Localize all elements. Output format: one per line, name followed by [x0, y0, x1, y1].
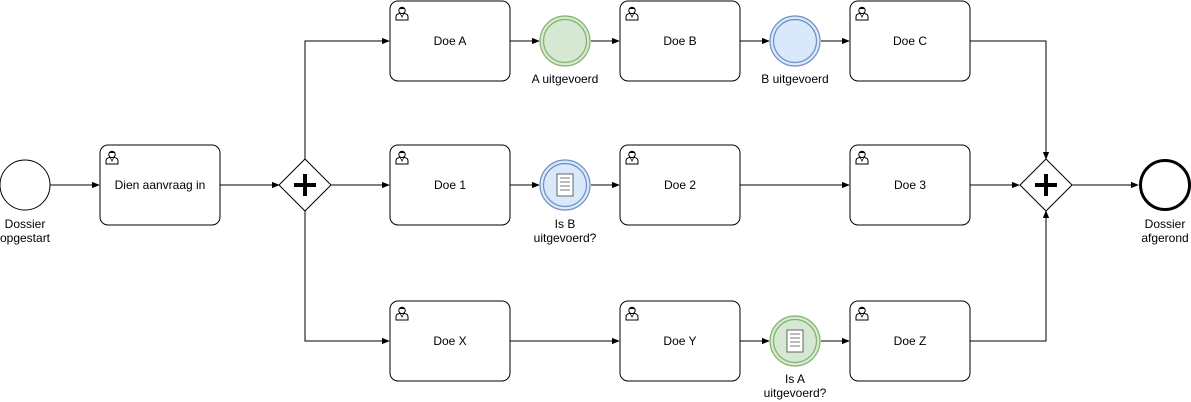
event-inner-ring [772, 18, 818, 64]
plus-icon [294, 174, 316, 196]
event-label-line1: Is B [555, 217, 576, 231]
event-label-line1: Is A [785, 372, 805, 386]
task-label: Doe B [663, 34, 696, 48]
task-box[interactable] [389, 144, 511, 226]
task-label: Doe X [433, 334, 466, 348]
task-box[interactable] [389, 0, 511, 82]
task-label: Doe 3 [894, 178, 926, 192]
task-label: Doe 1 [434, 178, 466, 192]
task-label: Doe A [434, 34, 467, 48]
task-box[interactable] [849, 300, 971, 382]
task-label: Doe Z [894, 334, 927, 348]
gateway-parallel-split[interactable] [278, 158, 332, 212]
event-is-a-uitgevoerd[interactable]: Is A uitgevoerd? [764, 315, 827, 400]
task-doe-2[interactable]: Doe 2 [619, 144, 741, 226]
event-label-line2: uitgevoerd? [534, 231, 597, 245]
event-label: B uitgevoerd [761, 72, 828, 86]
end-event-label-line2: afgerond [1141, 231, 1188, 245]
task-doe-c[interactable]: Doe C [849, 0, 971, 82]
sequence-flows [50, 37, 1139, 345]
task-box[interactable] [849, 0, 971, 82]
start-event-label-line1: Dossier [5, 217, 46, 231]
task-dien-aanvraag[interactable]: Dien aanvraag in [99, 144, 221, 226]
event-inner-ring [542, 18, 588, 64]
task-label: Doe Y [663, 334, 696, 348]
event-b-uitgevoerd[interactable]: B uitgevoerd [761, 15, 829, 86]
task-box[interactable] [619, 0, 741, 82]
task-doe-z[interactable]: Doe Z [849, 300, 971, 382]
task-box[interactable] [849, 144, 971, 226]
document-icon [556, 173, 574, 197]
flow-doe-c-to-join [970, 40, 1050, 160]
task-doe-1[interactable]: Doe 1 [389, 144, 511, 226]
start-event-circle[interactable] [0, 159, 51, 211]
task-box[interactable] [619, 144, 741, 226]
task-doe-y[interactable]: Doe Y [619, 300, 741, 382]
task-label: Doe C [893, 34, 927, 48]
task-doe-x[interactable]: Doe X [389, 300, 511, 382]
task-box[interactable] [389, 300, 511, 382]
event-label: A uitgevoerd [532, 72, 599, 86]
task-doe-3[interactable]: Doe 3 [849, 144, 971, 226]
flow-split-to-doe-x [304, 211, 390, 345]
task-doe-a[interactable]: Doe A [389, 0, 511, 82]
task-doe-b[interactable]: Doe B [619, 0, 741, 82]
start-event[interactable]: Dossier opgestart [0, 159, 51, 245]
task-box[interactable] [99, 144, 221, 226]
document-icon [786, 329, 804, 353]
flow-doe-z-to-join [970, 210, 1050, 342]
end-event-circle[interactable] [1139, 159, 1191, 211]
flow-split-to-doe-a [304, 37, 390, 159]
end-event[interactable]: Dossier afgerond [1139, 159, 1191, 246]
event-label-line2: uitgevoerd? [764, 386, 827, 400]
task-label: Doe 2 [664, 178, 696, 192]
event-a-uitgevoerd[interactable]: A uitgevoerd [532, 15, 599, 86]
task-label: Dien aanvraag in [115, 178, 206, 192]
event-is-b-uitgevoerd[interactable]: Is B uitgevoerd? [534, 159, 597, 245]
gateway-parallel-join[interactable] [1019, 158, 1073, 212]
plus-icon [1035, 174, 1057, 196]
task-box[interactable] [619, 300, 741, 382]
start-event-label-line2: opgestart [0, 231, 51, 245]
end-event-label-line1: Dossier [1145, 217, 1186, 231]
